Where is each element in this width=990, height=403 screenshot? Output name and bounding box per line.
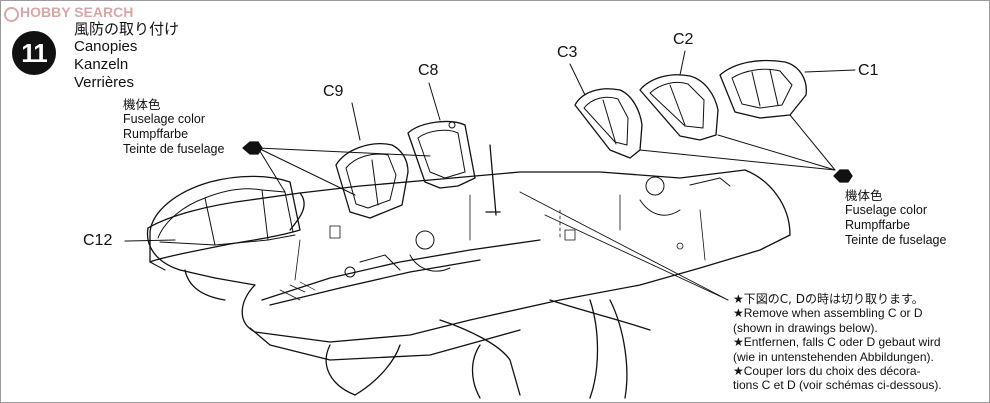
part-label-c8: C8 [418,62,439,79]
part-leader-lines [124,50,856,242]
step-title-fr: Verrières [74,74,135,91]
note-en-1: ★Remove when assembling C or D [733,306,923,321]
step-title-de: Kanzeln [74,56,129,73]
hex-marker-right-icon [833,169,853,183]
color-callout-left-de: Rumpffarbe [123,127,189,141]
note-de-1: ★Entfernen, falls C oder D gebaut wird [733,335,941,350]
color-callout-right-jp: 機体色 [845,188,883,203]
hex-marker-left-icon [242,141,263,155]
canopy-c3 [574,88,643,159]
canopy-c12 [149,175,301,271]
color-callout-left: 機体色 Fuselage color Rumpffarbe Teinte de … [123,97,224,157]
color-callout-right: 機体色 Fuselage color Rumpffarbe Teinte de … [845,188,946,248]
fuselage-drawing [146,144,791,399]
watermark-logo-icon [4,7,19,22]
note-en-2: (shown in drawings below). [733,320,878,335]
part-label-c2: C2 [673,31,694,48]
color-callout-left-fr: Teinte de fuselage [123,142,225,156]
note-fr-1: ★Couper lors du choix des décora- [733,364,921,379]
cut-notes: ★下図のC, Dの時は切り取ります。 ★Remove when assembli… [733,292,942,393]
part-label-c3: C3 [557,44,578,61]
canopy-c9 [335,143,409,219]
step-title-jp: 風防の取り付け [74,20,180,38]
canopy-c8 [407,120,476,189]
canopy-c1 [719,59,807,119]
color-callout-left-en: Fuselage color [123,112,205,126]
step-title-en: Canopies [74,38,138,55]
part-label-c9: C9 [323,83,344,100]
color-callout-right-de: Rumpffarbe [845,218,911,232]
note-de-2: (wie in untenstehenden Abbildungen). [733,349,934,364]
step-title-block: 風防の取り付け Canopies Kanzeln Verrières [74,20,179,92]
part-label-c12: C12 [83,232,113,249]
cut-leader-lines [519,191,729,301]
color-callout-leaders [257,114,836,196]
step-number-badge: 11 [12,31,56,75]
color-callout-right-en: Fuselage color [845,203,927,217]
part-label-c1: C1 [858,62,879,79]
watermark: HOBBY SEARCH [20,4,134,20]
note-fr-2: tions C et D (voir schémas ci-dessous). [733,378,942,393]
color-callout-right-fr: Teinte de fuselage [845,233,947,247]
color-callout-left-jp: 機体色 [123,97,161,112]
note-jp: ★下図のC, Dの時は切り取ります。 [733,292,924,306]
canopy-c2 [639,74,719,141]
